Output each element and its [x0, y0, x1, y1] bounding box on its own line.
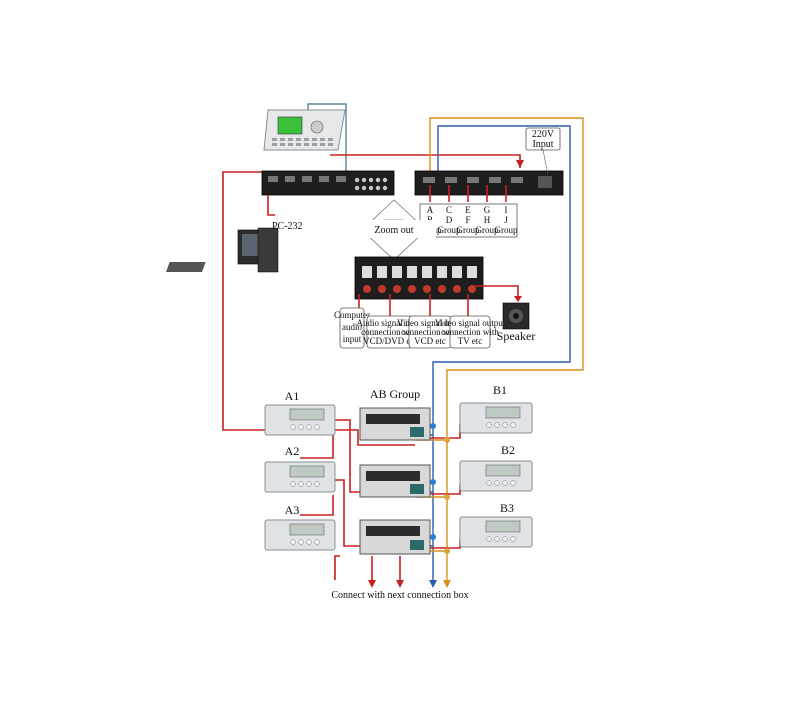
svg-text:connection with: connection with: [401, 327, 459, 337]
panel-b2: B2: [459, 443, 533, 492]
zoomed-rear-panel: [354, 256, 522, 302]
expansion-rack: [414, 170, 564, 196]
speaker-label: Speaker: [497, 329, 536, 343]
group-port-g-top: G: [484, 205, 491, 215]
power-label-line2: Input: [532, 139, 553, 150]
svg-text:Audio signal input: Audio signal input: [357, 318, 424, 328]
panel-b1-label: B1: [493, 383, 507, 397]
bottom-note: Connect with next connection box: [331, 590, 468, 601]
speaker-icon: Speaker: [497, 302, 536, 343]
group-port-i-bottom: J: [504, 215, 508, 225]
group-port-a-top: A: [427, 205, 434, 215]
junction-box-1: [359, 407, 431, 441]
group-port-c-suffix: Group: [438, 225, 461, 235]
main-host-rack: [261, 170, 395, 196]
svg-text:Video signal output: Video signal output: [435, 318, 506, 328]
group-port-g-bottom: H: [484, 215, 491, 225]
zoom-label: Zoom out: [374, 225, 413, 236]
pc-label: PC-232: [272, 221, 303, 232]
group-port-c-bottom: D: [446, 215, 453, 225]
panel-a1: A1: [264, 389, 336, 436]
svg-text:VCD/DVD etc: VCD/DVD etc: [363, 336, 417, 346]
pc-computer: PC-232: [166, 195, 303, 273]
panel-a3-label: A3: [285, 503, 300, 517]
panel-b3: B3: [459, 501, 533, 548]
svg-text:Video signal input: Video signal input: [397, 318, 463, 328]
svg-text:VCD etc: VCD etc: [414, 336, 446, 346]
junction-box-2: [359, 464, 431, 498]
panel-a2: A2: [264, 444, 336, 493]
callout-computer-audio: Computer audio input: [334, 294, 370, 349]
svg-text:Computer: Computer: [334, 310, 370, 320]
panel-b3-label: B3: [500, 501, 514, 515]
panel-a3: A3: [264, 503, 336, 551]
panel-a2-label: A2: [285, 444, 300, 458]
power-label-line1: 220V: [532, 129, 555, 140]
callout-audio-signal: Audio signal input connection with VCD/D…: [357, 294, 424, 349]
panel-b1: B1: [459, 383, 533, 434]
zoom-out-arrow: Zoom out: [352, 199, 436, 261]
svg-text:TV etc: TV etc: [458, 336, 483, 346]
group-port-e-suffix: Group: [457, 225, 480, 235]
group-port-e-top: E: [465, 205, 471, 215]
trunk-wires: [429, 117, 584, 588]
master-controller-panel: [263, 109, 346, 151]
svg-text:audio: audio: [342, 322, 362, 332]
group-port-e-bottom: F: [465, 215, 470, 225]
group-port-g-suffix: Group: [476, 225, 499, 235]
svg-text:connection with: connection with: [441, 327, 499, 337]
panel-b2-label: B2: [501, 443, 515, 457]
group-port-i-suffix: Group: [495, 225, 518, 235]
group-port-c-top: C: [446, 205, 452, 215]
group-port-i-top: I: [505, 205, 508, 215]
ab-group-title: AB Group: [370, 387, 420, 401]
junction-box-3: [359, 519, 431, 555]
power-input-callout: 220V Input: [525, 127, 561, 176]
svg-text:input: input: [343, 334, 362, 344]
callout-video-input: Video signal input connection with VCD e…: [397, 294, 463, 349]
panel-a1-label: A1: [285, 389, 300, 403]
callout-video-output: Video signal output connection with TV e…: [435, 294, 506, 349]
svg-text:connection with: connection with: [361, 327, 419, 337]
